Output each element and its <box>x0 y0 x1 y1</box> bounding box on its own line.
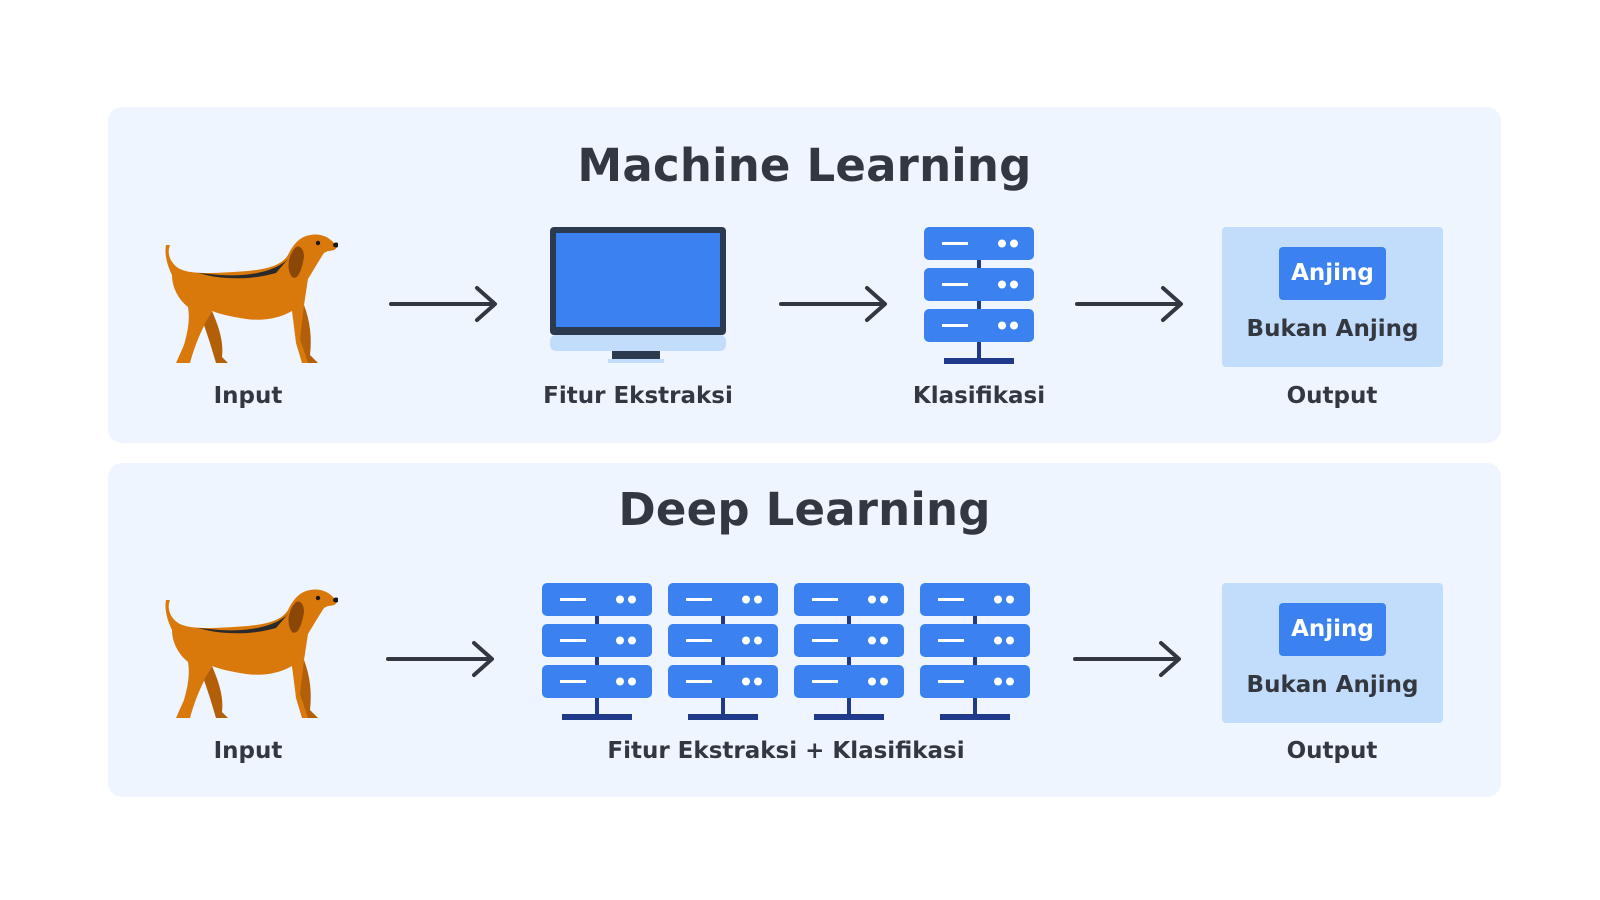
dog-icon <box>158 225 338 365</box>
dl-input-label: Input <box>213 738 283 764</box>
dl-feature-extraction-classification-label: Fitur Ekstraksi + Klasifikasi <box>607 738 965 764</box>
monitor-icon <box>550 227 726 363</box>
server-icon <box>794 583 904 721</box>
deep-learning-title: Deep Learning <box>618 483 991 536</box>
server-icon <box>542 583 652 721</box>
ml-feature-extraction-label: Fitur Ekstraksi <box>543 383 733 409</box>
ml-output-positive-tag: Anjing <box>1279 247 1386 300</box>
server-icon <box>924 227 1034 365</box>
deep-learning-panel: Deep Learning Input Fitur Ekstraksi + Kl… <box>108 463 1501 797</box>
arrow-right-icon <box>389 284 499 324</box>
server-icon <box>920 583 1030 721</box>
arrow-right-icon <box>386 639 496 679</box>
server-icon <box>668 583 778 721</box>
ml-input-label: Input <box>213 383 283 409</box>
ml-output-box: Anjing Bukan Anjing <box>1222 227 1443 367</box>
ml-output-label: Output <box>1286 383 1378 409</box>
machine-learning-panel: Machine Learning Input Fitur Ekstraksi K… <box>108 107 1501 443</box>
dl-output-box: Anjing Bukan Anjing <box>1222 583 1443 723</box>
arrow-right-icon <box>1075 284 1185 324</box>
dl-output-negative-text: Bukan Anjing <box>1246 672 1419 698</box>
dog-icon <box>158 580 338 720</box>
machine-learning-title: Machine Learning <box>577 139 1032 192</box>
arrow-right-icon <box>1073 639 1183 679</box>
dl-output-label: Output <box>1286 738 1378 764</box>
ml-classification-label: Klasifikasi <box>912 383 1046 409</box>
arrow-right-icon <box>779 284 889 324</box>
ml-output-negative-text: Bukan Anjing <box>1246 316 1419 342</box>
dl-output-positive-tag: Anjing <box>1279 603 1386 656</box>
